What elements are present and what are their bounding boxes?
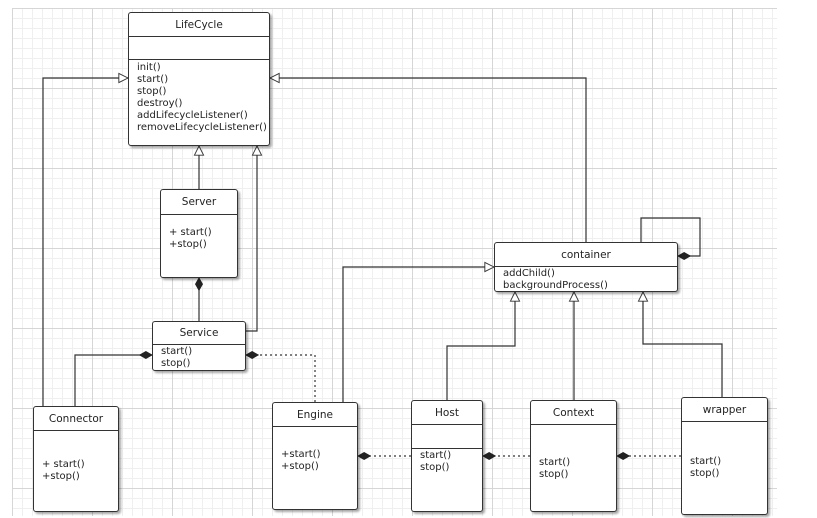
operation: stop() (420, 462, 450, 473)
operation: addLifecycleListener() (137, 110, 248, 121)
class-server-name: Server (161, 190, 237, 215)
class-host-name: Host (412, 401, 482, 425)
class-host-attributes (412, 425, 482, 449)
class-lifecycle-attributes (129, 37, 269, 60)
operation: +stop() (169, 239, 207, 250)
class-wrapper-operations: start() stop() (682, 422, 767, 480)
operation: init() (137, 62, 161, 73)
engine-to-container-generalization (342, 267, 494, 402)
class-wrapper-name: wrapper (682, 398, 767, 422)
class-connector-name: Connector (34, 407, 118, 431)
operation: stop() (690, 468, 720, 479)
class-lifecycle-operations: init() start() stop() destroy() addLifec… (129, 60, 269, 134)
operation: start() (420, 450, 452, 461)
class-service-operations: start() stop() (153, 345, 245, 370)
class-service-name: Service (153, 322, 245, 345)
class-context[interactable]: Context start() stop() (530, 400, 617, 512)
operation: removeLifecycleListener() (137, 122, 267, 133)
operation: start() (137, 74, 169, 85)
class-context-name: Context (531, 401, 616, 425)
class-lifecycle-name: LifeCycle (129, 13, 269, 37)
engine-to-service-composition (245, 350, 316, 402)
connector-to-service-composition (74, 350, 153, 406)
class-engine-name: Engine (273, 403, 357, 427)
operation: + start() (169, 227, 212, 238)
class-container-operations: addChild() backgroundProcess() (495, 267, 677, 292)
operation: start() (161, 346, 193, 357)
class-host-operations: start() stop() (412, 449, 482, 474)
wrapper-to-container-generalization (643, 292, 723, 397)
class-container-name: container (495, 243, 677, 267)
operation: +stop() (42, 471, 80, 482)
class-lifecycle[interactable]: LifeCycle init() start() stop() destroy(… (128, 12, 270, 146)
class-server[interactable]: Server + start() +stop() (160, 189, 238, 278)
operation: start() (539, 457, 571, 468)
class-container[interactable]: container addChild() backgroundProcess() (494, 242, 678, 292)
class-engine-operations: +start() +stop() (273, 427, 357, 473)
class-server-operations: + start() +stop() (161, 215, 237, 251)
class-context-operations: start() stop() (531, 425, 616, 481)
operation: +stop() (281, 461, 319, 472)
operation: backgroundProcess() (503, 280, 608, 291)
class-connector[interactable]: Connector + start() +stop() (33, 406, 119, 512)
operation: start() (690, 456, 722, 467)
container-self-composition (640, 217, 701, 261)
class-engine[interactable]: Engine +start() +stop() (272, 402, 358, 510)
operation: + start() (42, 459, 85, 470)
service-to-lifecycle-generalization (246, 146, 257, 332)
operation: +start() (281, 449, 321, 460)
class-connector-operations: + start() +stop() (34, 431, 118, 483)
operation: destroy() (137, 98, 183, 109)
container-to-lifecycle-generalization (270, 78, 587, 242)
class-wrapper[interactable]: wrapper start() stop() (681, 397, 768, 515)
operation: stop() (539, 469, 569, 480)
operation: stop() (137, 86, 167, 97)
class-service[interactable]: Service start() stop() (152, 321, 246, 371)
connector-to-lifecycle-generalization (42, 78, 128, 406)
class-host[interactable]: Host start() stop() (411, 400, 483, 512)
operation: stop() (161, 358, 191, 369)
operation: addChild() (503, 268, 555, 279)
host-to-container-generalization (446, 292, 515, 400)
